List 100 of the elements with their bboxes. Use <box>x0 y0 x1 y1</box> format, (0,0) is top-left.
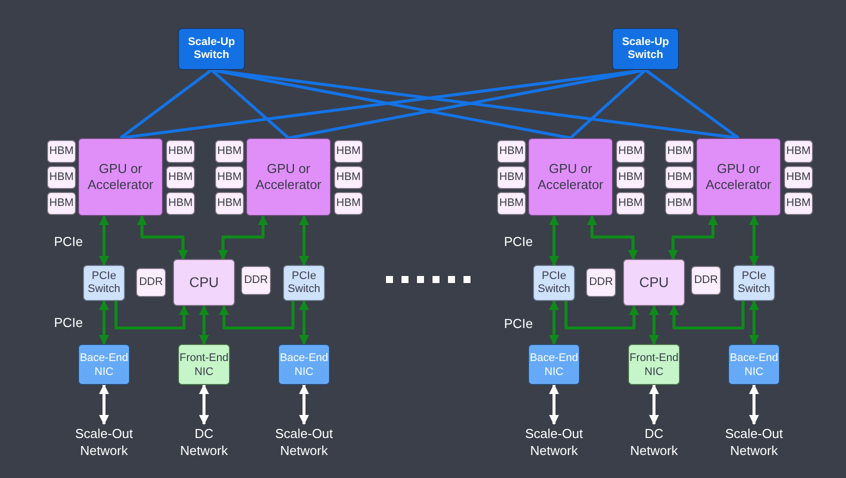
memory-label: HBM <box>499 196 524 212</box>
cpu-box <box>173 259 235 306</box>
connector <box>199 384 209 425</box>
memory-label: HBM <box>336 144 361 160</box>
memory-label: HBM <box>618 196 643 212</box>
switch-label: Scale-Up Switch <box>186 36 236 62</box>
nic-box <box>178 344 230 385</box>
memory-label: HBM <box>618 144 643 160</box>
nic-box <box>528 344 580 385</box>
bus-label: PCIe <box>504 315 533 333</box>
connector <box>210 68 290 140</box>
nic-box <box>728 344 780 385</box>
connector <box>199 305 209 345</box>
memory-label: HBM <box>786 144 811 160</box>
memory-box <box>166 192 195 215</box>
switch-label: PCIe Switch <box>536 270 572 296</box>
connector <box>749 215 759 266</box>
gpu-label: GPU or Accelerator <box>86 161 154 193</box>
memory-label: HBM <box>786 170 811 186</box>
nic-label: Bace-End NIC <box>279 350 329 378</box>
memory-label: DDR <box>589 275 613 290</box>
connector <box>99 384 109 425</box>
connector <box>749 384 759 425</box>
memory-box <box>586 268 616 297</box>
switch-label: PCIe Switch <box>86 270 122 296</box>
memory-box <box>136 268 166 297</box>
memory-label: HBM <box>667 144 692 160</box>
connector <box>749 300 759 345</box>
network-label: DC Network <box>166 424 242 462</box>
connector <box>668 215 718 260</box>
connector <box>570 68 646 140</box>
memory-label: HBM <box>336 196 361 212</box>
memory-label: HBM <box>618 170 643 186</box>
memory-label: HBM <box>336 170 361 186</box>
connector <box>218 215 268 260</box>
memory-label: HBM <box>168 170 193 186</box>
memory-box <box>616 192 645 215</box>
memory-label: HBM <box>217 196 242 212</box>
memory-label: DDR <box>244 273 268 288</box>
memory-label: HBM <box>499 144 524 160</box>
pcie-switch-box <box>83 265 125 301</box>
memory-box <box>691 266 721 295</box>
switch-label: PCIe Switch <box>736 270 772 296</box>
network-label: Scale-Out Network <box>716 424 792 462</box>
gpu-label: GPU or Accelerator <box>536 161 604 193</box>
memory-label: DDR <box>139 275 163 290</box>
connector <box>587 215 638 260</box>
connector <box>549 384 559 425</box>
nic-box <box>78 344 130 385</box>
nic-label: Bace-End NIC <box>729 350 779 378</box>
memory-label: HBM <box>49 196 74 212</box>
cpu-label: CPU <box>639 273 669 292</box>
memory-label: HBM <box>217 170 242 186</box>
switch-box <box>612 28 679 70</box>
memory-box <box>166 140 195 163</box>
memory-box <box>215 140 244 163</box>
nic-box <box>278 344 330 385</box>
memory-box <box>47 192 76 215</box>
connector <box>99 300 109 345</box>
pcie-switch-box <box>533 265 575 301</box>
memory-box <box>166 166 195 189</box>
memory-box <box>616 166 645 189</box>
connector <box>299 384 309 425</box>
memory-box <box>497 166 526 189</box>
memory-box <box>784 166 813 189</box>
pcie-switch-box <box>733 265 775 301</box>
memory-box <box>334 140 363 163</box>
pcie-switch-box <box>283 265 325 301</box>
memory-label: HBM <box>168 196 193 212</box>
memory-label: HBM <box>667 170 692 186</box>
connector <box>299 300 309 345</box>
network-label: Scale-Out Network <box>516 424 592 462</box>
memory-box <box>665 166 694 189</box>
bus-label: PCIe <box>54 233 83 251</box>
memory-label: HBM <box>217 144 242 160</box>
network-label: Scale-Out Network <box>66 424 142 462</box>
memory-box <box>616 140 645 163</box>
gpu-box <box>78 138 163 216</box>
connector <box>120 68 212 140</box>
cpu-box <box>623 259 685 306</box>
gpu-label: GPU or Accelerator <box>254 161 322 193</box>
memory-box <box>497 192 526 215</box>
nic-label: Bace-End NIC <box>529 350 579 378</box>
connector <box>644 68 740 140</box>
memory-box <box>497 140 526 163</box>
nic-label: Bace-End NIC <box>79 350 129 378</box>
memory-box <box>215 166 244 189</box>
bus-label: PCIe <box>504 233 533 251</box>
network-label: Scale-Out Network <box>266 424 342 462</box>
memory-label: HBM <box>168 144 193 160</box>
gpu-box <box>528 138 613 216</box>
memory-box <box>334 192 363 215</box>
nic-box <box>628 344 680 385</box>
memory-label: HBM <box>667 196 692 212</box>
connector <box>549 215 559 266</box>
memory-box <box>665 140 694 163</box>
connector <box>299 215 309 266</box>
bus-label: PCIe <box>54 314 83 332</box>
nic-label: Front-End NIC <box>629 350 679 378</box>
gpu-box <box>246 138 331 216</box>
